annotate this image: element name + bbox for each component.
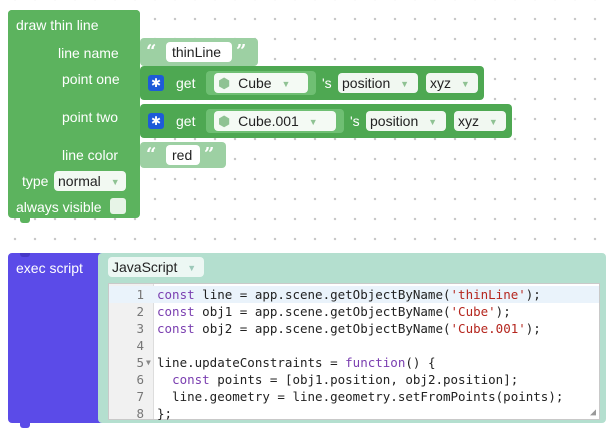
object-name: Cube.001 (238, 113, 299, 129)
code-text: }; (157, 406, 173, 421)
line-color-text-block[interactable]: “ red ” (140, 142, 226, 168)
object-selector-block[interactable]: ⬢ Cube ▼ (206, 71, 316, 95)
open-quote-icon: “ (146, 144, 157, 165)
object-selector-block[interactable]: ⬢ Cube.001 ▼ (206, 109, 344, 133)
line-color-field[interactable]: red (166, 145, 200, 165)
line-number: 7 (136, 389, 144, 404)
code-text: const line = app.scene.getObjectByName('… (157, 287, 541, 302)
gear-icon[interactable]: ✱ (148, 75, 164, 91)
object-dropdown-cube[interactable]: ⬢ Cube ▼ (214, 73, 308, 93)
get-label: get (176, 75, 196, 91)
fold-toggle-icon[interactable]: ▼ (146, 358, 151, 367)
exec-block-body (8, 253, 106, 423)
component-dropdown[interactable]: xyz ▼ (454, 111, 506, 131)
code-line[interactable]: 4 (109, 337, 599, 354)
resize-handle-icon[interactable]: ◢ (589, 407, 596, 418)
code-text: line.updateConstraints = function() { (157, 355, 436, 370)
language-value: JavaScript (112, 259, 178, 275)
possessive-label: 's (322, 75, 332, 91)
cube-icon: ⬢ (218, 113, 231, 129)
chevron-down-icon: ▼ (187, 263, 197, 273)
line-number: 5 (136, 355, 144, 370)
line-color-label: line color (62, 147, 119, 163)
point-one-get-block[interactable]: ✱ get ⬢ Cube ▼ 's position ▼ xyz ▼ (140, 66, 484, 100)
block-top-notch (20, 253, 30, 257)
code-line[interactable]: 8}; (109, 405, 599, 422)
block-title: exec script (16, 260, 83, 276)
line-number: 3 (136, 321, 144, 336)
line-name-text-block[interactable]: “ thinLine ” (140, 38, 258, 66)
code-editor[interactable]: 1 const line = app.scene.getObjectByName(… (108, 283, 600, 422)
property-dropdown[interactable]: position ▼ (366, 111, 446, 131)
chevron-down-icon: ▼ (428, 117, 438, 127)
code-text: const obj2 = app.scene.getObjectByName('… (157, 321, 541, 336)
type-label: type (22, 173, 49, 189)
close-quote-icon: ” (236, 41, 247, 62)
code-input-block[interactable]: JavaScript ▼ 1 const line = app.scene.get… (98, 253, 606, 423)
component-value: xyz (458, 113, 479, 129)
code-line[interactable]: 7 line.geometry = line.geometry.setFromP… (109, 388, 599, 405)
code-line[interactable]: 5▼ line.updateConstraints = function() { (109, 354, 599, 371)
code-line[interactable]: 6 const points = [obj1.position, obj2.po… (109, 371, 599, 388)
cube-icon: ⬢ (218, 75, 231, 91)
block-title: draw thin line (16, 17, 99, 33)
point-two-label: point two (62, 109, 119, 125)
chevron-down-icon: ▼ (488, 117, 498, 127)
property-value: position (342, 75, 391, 91)
code-text: const obj1 = app.scene.getObjectByName('… (157, 304, 511, 319)
type-dropdown[interactable]: normal ▼ (54, 171, 126, 191)
open-quote-icon: “ (146, 41, 157, 62)
property-value: position (370, 113, 419, 129)
line-name-label: line name (58, 45, 119, 61)
line-number: 8 (136, 406, 144, 421)
chevron-down-icon: ▼ (460, 79, 470, 89)
component-value: xyz (430, 75, 451, 91)
chevron-down-icon: ▼ (308, 117, 318, 127)
code-line[interactable]: 2 const obj1 = app.scene.getObjectByName(… (109, 303, 599, 320)
chevron-down-icon: ▼ (400, 79, 410, 89)
line-number: 4 (136, 338, 144, 353)
block-bottom-notch (20, 217, 30, 223)
code-line[interactable]: 1 const line = app.scene.getObjectByName(… (109, 286, 599, 303)
line-name-field[interactable]: thinLine (166, 42, 232, 62)
component-dropdown[interactable]: xyz ▼ (426, 73, 478, 93)
line-number: 6 (136, 372, 144, 387)
type-value: normal (58, 173, 101, 189)
code-text: const points = [obj1.position, obj2.posi… (172, 372, 519, 387)
always-visible-label: always visible (16, 199, 102, 215)
get-label: get (176, 113, 196, 129)
object-dropdown-cube-001[interactable]: ⬢ Cube.001 ▼ (214, 111, 336, 131)
line-number: 2 (136, 304, 144, 319)
chevron-down-icon: ▼ (110, 177, 120, 187)
line-number-gutter (109, 284, 154, 419)
always-visible-checkbox[interactable] (110, 198, 126, 214)
line-number: 1 (136, 287, 144, 302)
point-one-label: point one (62, 71, 120, 87)
chevron-down-icon: ▼ (281, 79, 291, 89)
code-line[interactable]: 3 const obj2 = app.scene.getObjectByName(… (109, 320, 599, 337)
code-text: line.geometry = line.geometry.setFromPoi… (157, 389, 564, 404)
title-row-bg (8, 10, 140, 40)
language-dropdown[interactable]: JavaScript ▼ (108, 257, 204, 277)
point-two-get-block[interactable]: ✱ get ⬢ Cube.001 ▼ 's position ▼ xyz ▼ (140, 104, 512, 138)
possessive-label: 's (350, 113, 360, 129)
object-name: Cube (238, 75, 272, 91)
block-bottom-notch (20, 422, 30, 428)
gear-icon[interactable]: ✱ (148, 113, 164, 129)
property-dropdown[interactable]: position ▼ (338, 73, 418, 93)
close-quote-icon: ” (204, 144, 215, 165)
